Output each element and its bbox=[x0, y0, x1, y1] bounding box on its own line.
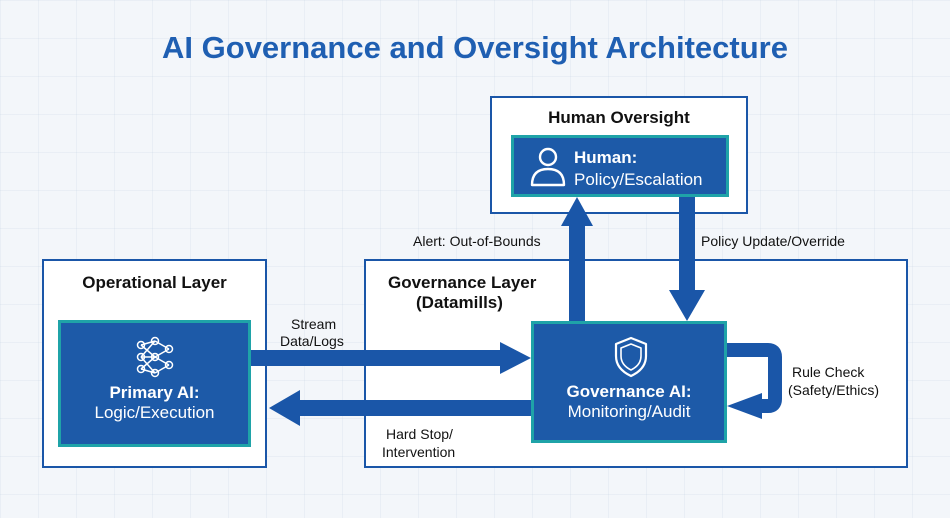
alert-edge-label: Alert: Out-of-Bounds bbox=[413, 233, 541, 249]
human-oversight-label: Human Oversight bbox=[548, 108, 690, 127]
human-node[interactable]: Human: Policy/Escalation bbox=[511, 135, 729, 197]
primary-ai-title: Primary AI: bbox=[109, 383, 200, 402]
governance-layer-label: Governance Layer bbox=[388, 273, 537, 292]
neural-network-icon bbox=[136, 336, 174, 378]
human-node-subtitle: Policy/Escalation bbox=[574, 170, 703, 189]
page-title: AI Governance and Oversight Architecture bbox=[162, 30, 788, 65]
primary-ai-node[interactable]: Primary AI: Logic/Execution bbox=[58, 320, 251, 447]
governance-layer-sublabel: (Datamills) bbox=[416, 293, 503, 312]
governance-ai-title: Governance AI: bbox=[566, 382, 692, 401]
human-node-title: Human: bbox=[574, 148, 638, 167]
policy-update-arrow bbox=[669, 197, 705, 321]
governance-ai-subtitle: Monitoring/Audit bbox=[567, 402, 691, 421]
operational-layer-label: Operational Layer bbox=[82, 273, 227, 292]
hard-stop-arrow bbox=[269, 390, 531, 426]
person-icon bbox=[530, 147, 566, 187]
hard-stop-edge-label-line2: Intervention bbox=[382, 444, 456, 460]
policy-update-edge-label: Policy Update/Override bbox=[701, 233, 845, 249]
alert-arrow bbox=[561, 197, 593, 321]
shield-icon bbox=[614, 336, 648, 378]
rule-check-edge-label-line1: Rule Check bbox=[792, 364, 865, 380]
rule-check-edge-label-line2: (Safety/Ethics) bbox=[788, 382, 880, 398]
stream-arrow bbox=[250, 342, 531, 374]
stream-edge-label-line2: Data/Logs bbox=[280, 333, 344, 349]
stream-edge-label-line1: Stream bbox=[291, 316, 337, 332]
governance-ai-node[interactable]: Governance AI: Monitoring/Audit bbox=[531, 321, 727, 443]
primary-ai-subtitle: Logic/Execution bbox=[94, 403, 215, 422]
rule-check-loop-arrow bbox=[727, 343, 782, 419]
hard-stop-edge-label-line1: Hard Stop/ bbox=[386, 426, 453, 442]
